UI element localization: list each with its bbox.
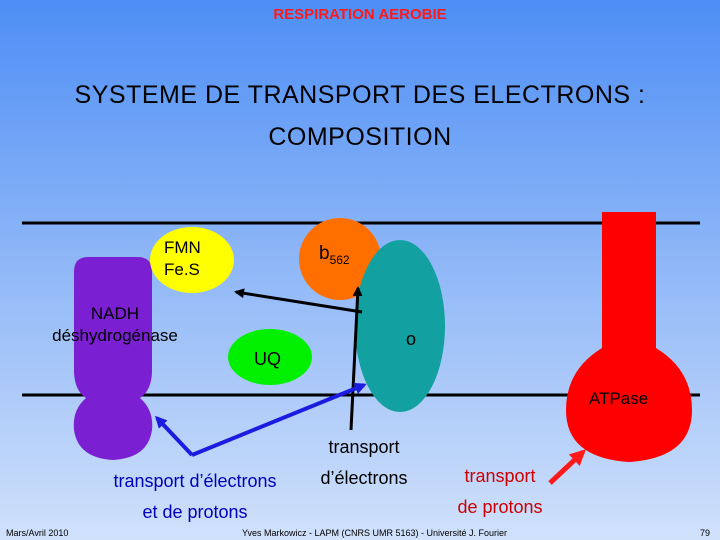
header-title: RESPIRATION AEROBIE: [273, 6, 447, 23]
cytochrome-oxidase-o: [355, 240, 445, 412]
footer-credit: Yves Markowicz - LAPM (CNRS UMR 5163) - …: [242, 528, 508, 538]
o-label: o: [406, 329, 417, 349]
proton-electron-arrow-right: [191, 382, 367, 457]
electron-transport-label: transport d’électrons: [314, 432, 414, 494]
nadh-label: NADH déshydrogénase: [30, 303, 200, 347]
nadh-dehydrogenase-complex: [73, 257, 153, 460]
uq-label: UQ: [254, 349, 281, 369]
nadh-line1: NADH: [90, 304, 140, 323]
proton-electron-arrow-left: [154, 415, 194, 457]
footer-page-number: 79: [700, 528, 711, 538]
electron-proton-transport-line2: et de protons: [142, 502, 248, 522]
footer-date: Mars/Avril 2010: [6, 528, 69, 538]
cytochrome-b562: [299, 218, 381, 300]
electron-transport-line1: transport: [328, 437, 400, 457]
b562-label: b562: [319, 243, 350, 271]
electron-arrow-to-fmn: [234, 288, 363, 314]
proton-transport-line2: de protons: [457, 497, 543, 517]
electron-arrow-to-oxidase: [349, 286, 363, 431]
b-sub-label: 562: [329, 252, 350, 267]
ubiquinone-uq: [228, 329, 312, 385]
electron-proton-transport-label: transport d’électrons et de protons: [85, 466, 305, 528]
proton-transport-line1: transport: [464, 466, 536, 486]
slide-title-line2: COMPOSITION: [268, 123, 452, 151]
fes-label: Fe.S: [164, 260, 200, 279]
b-main-label: b: [319, 243, 330, 264]
electron-proton-transport-line1: transport d’électrons: [113, 471, 277, 491]
electron-transport-line2: d’électrons: [320, 468, 408, 488]
proton-transport-arrow: [548, 449, 586, 485]
atpase-label: ATPase: [589, 389, 649, 408]
atp-synthase-complex: [566, 212, 692, 462]
slide-title: SYSTEME DE TRANSPORT DES ELECTRONS : COM…: [0, 74, 720, 158]
fmn-fes-label: FMN Fe.S: [164, 237, 201, 281]
slide-title-line1: SYSTEME DE TRANSPORT DES ELECTRONS :: [74, 81, 646, 109]
fmn-fes-center: [150, 227, 234, 293]
proton-transport-label: transport de protons: [440, 461, 560, 523]
fmn-label: FMN: [164, 238, 201, 257]
nadh-line2: déshydrogénase: [52, 326, 178, 345]
